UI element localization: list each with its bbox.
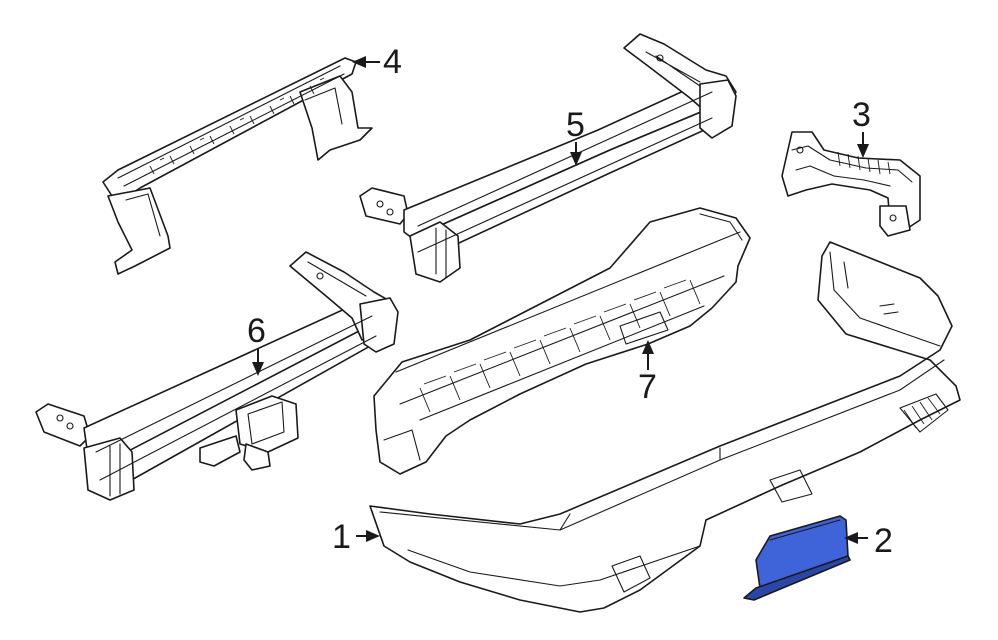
part-2-trim-highlighted [743,515,851,601]
part-6-hitch-bar [35,251,399,501]
callout-4: 4 [383,43,402,81]
callout-2: 2 [874,522,893,560]
callout-7: 7 [638,368,657,406]
part-1-bumper-cover [369,241,961,613]
callout-1: 1 [332,518,351,556]
callout-5: 5 [566,106,585,144]
part-7-energy-absorber [373,207,751,475]
part-5-reinforcement-bar [359,33,737,283]
callout-leaders [252,56,869,544]
part-3-side-bracket [781,131,921,237]
callout-3: 3 [852,96,871,134]
callout-6: 6 [247,312,266,350]
part-4-bracket [102,57,373,275]
